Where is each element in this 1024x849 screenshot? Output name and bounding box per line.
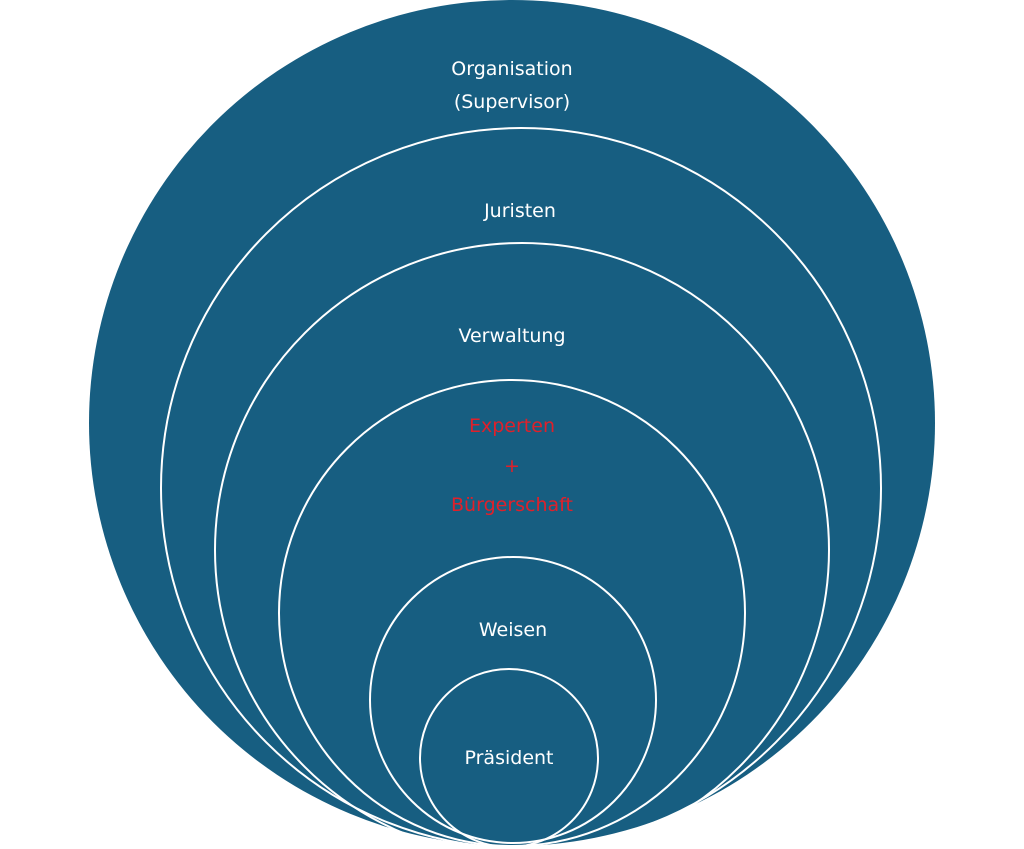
label-juristen: Juristen [483, 200, 556, 222]
label-weisen: Weisen [479, 619, 547, 641]
label-buergerschaft: Bürgerschaft [451, 494, 573, 516]
label-plus: + [504, 455, 520, 477]
label-verwaltung: Verwaltung [458, 325, 565, 347]
label-experten: Experten [469, 415, 555, 437]
label-organisation-line-2: (Supervisor) [454, 91, 570, 113]
circle-praesident [419, 668, 599, 848]
circle-organisation [89, 0, 935, 846]
circle-juristen [160, 127, 882, 849]
label-praesident: Präsident [465, 747, 554, 769]
circle-verwaltung [214, 242, 830, 849]
circle-weisen [369, 556, 657, 844]
label-organisation-line-1: Organisation [451, 58, 572, 80]
